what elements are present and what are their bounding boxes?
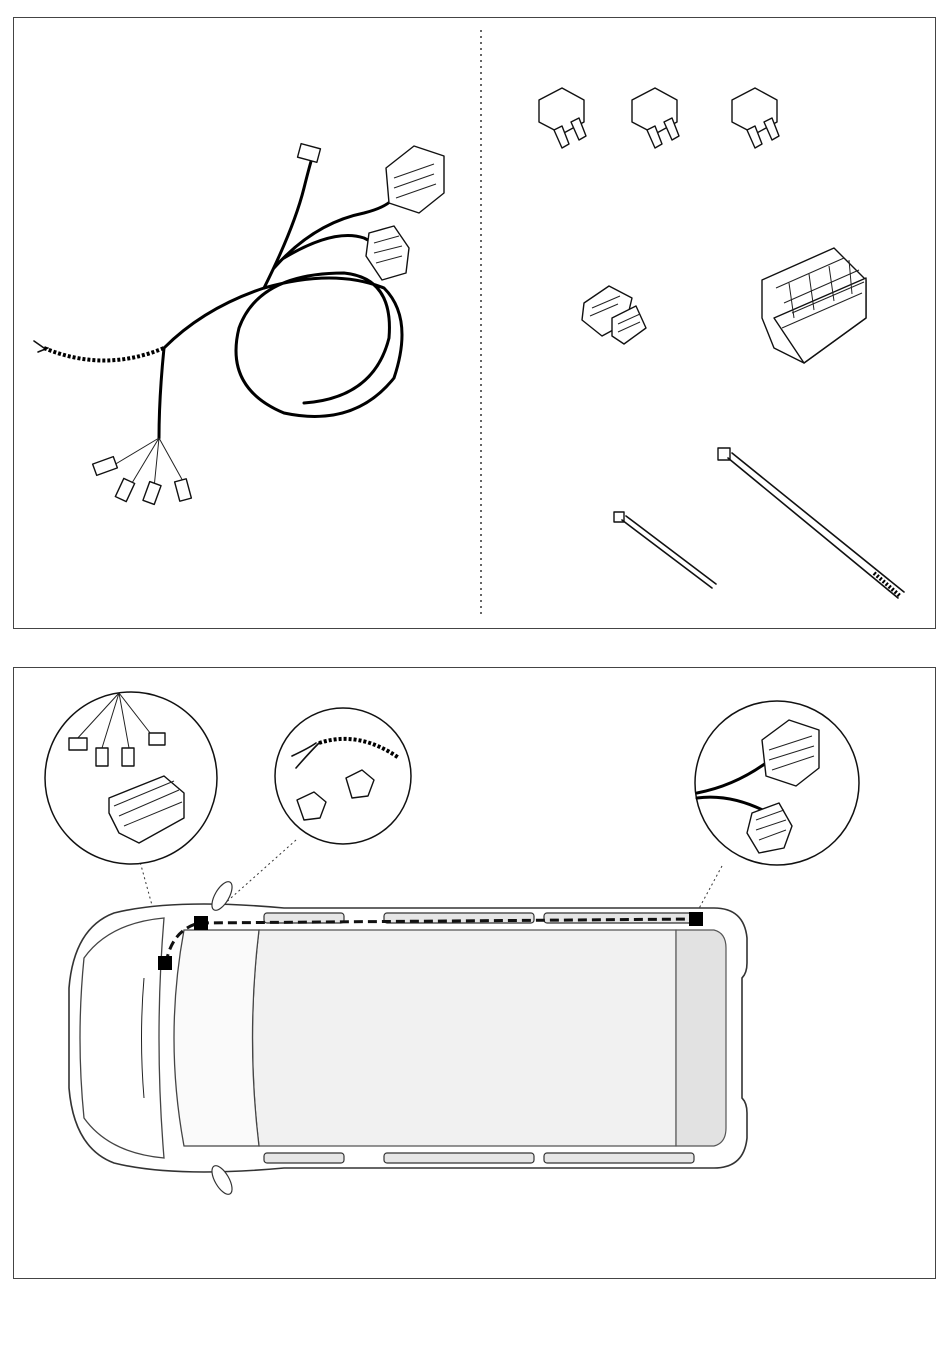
van-top-view: [69, 879, 747, 1198]
harness-main-plugs: [366, 146, 444, 280]
wiring-harness: [34, 158, 402, 488]
detail-circle-rear-connectors: [695, 701, 859, 865]
blade-fuse: [632, 88, 679, 148]
detail-circle-fuse-box: [45, 692, 217, 864]
van-windshield: [174, 930, 259, 1146]
connection-point-fuse-box: [158, 956, 172, 970]
blade-fuse: [732, 88, 779, 148]
connection-point-rear: [689, 912, 703, 926]
van-hood: [80, 918, 164, 1158]
harness-terminal-connectors: [93, 144, 321, 505]
side-rail: [264, 1153, 344, 1163]
long-cable-tie: [718, 448, 904, 598]
van-roof: [253, 930, 677, 1146]
short-cable-tie: [614, 512, 716, 588]
kit-contents-panel: [13, 17, 936, 629]
side-rail: [544, 1153, 694, 1163]
kit-contents-drawing: [14, 18, 937, 630]
small-connector-housing: [582, 286, 646, 344]
blade-fuse: [539, 88, 586, 148]
large-connector-housing: [762, 248, 866, 363]
detail-circle-splice: [275, 708, 411, 844]
routing-diagram-drawing: [14, 668, 937, 1280]
van-rear: [676, 930, 726, 1146]
routing-diagram-panel: [13, 667, 936, 1279]
side-rail: [384, 1153, 534, 1163]
connection-point-splice: [194, 916, 208, 930]
